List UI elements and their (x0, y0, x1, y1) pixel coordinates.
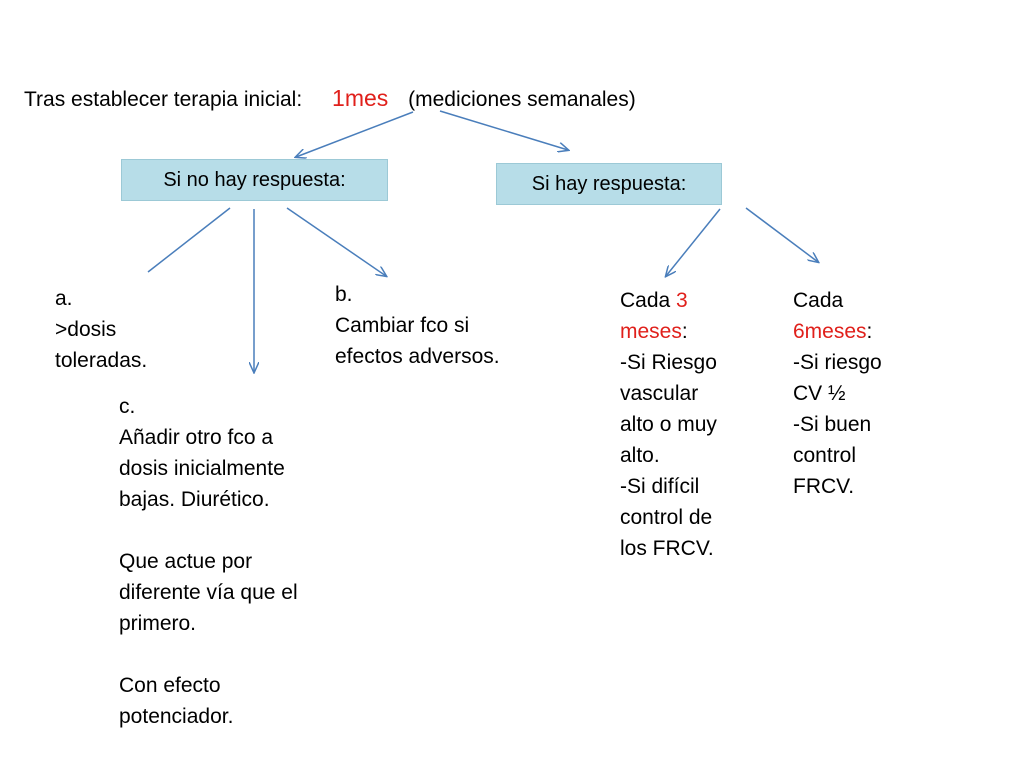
followup-3-label-line: Cada 3 (620, 285, 717, 316)
followup-3-months: Cada 3 meses: -Si Riesgo vascular alto o… (620, 285, 717, 564)
followup-6-line: CV ½ (793, 382, 846, 405)
option-a-line: toleradas. (55, 349, 148, 372)
followup-3-line: alto. (620, 444, 660, 467)
followup-3-colon: : (681, 320, 688, 343)
option-b: b. Cambiar fco si efectos adversos. (335, 279, 500, 372)
arrow-to-no-response (296, 111, 414, 157)
followup-3-unit-line: meses: (620, 316, 717, 347)
option-a-line: >dosis (55, 318, 117, 341)
option-c-line: Con efecto (119, 674, 221, 697)
option-c-line: Añadir otro fco a (119, 426, 274, 449)
option-c-line: diferente vía que el (119, 581, 298, 604)
followup-6-months: Cada 6meses: -Si riesgo CV ½ -Si buen co… (793, 285, 882, 502)
header-suffix: (mediciones semanales) (408, 88, 636, 111)
followup-6-line: FRCV. (793, 475, 855, 498)
followup-3-line: control de (620, 506, 713, 529)
header-prefix: Tras establecer terapia inicial: (24, 88, 303, 111)
followup-6-colon: : (866, 320, 873, 343)
header-line: Tras establecer terapia inicial: 1mes (m… (24, 83, 636, 115)
option-c-line: potenciador. (119, 705, 234, 728)
option-c-line: dosis inicialmente (119, 457, 285, 480)
option-b-line: efectos adversos. (335, 345, 500, 368)
response-box: Si hay respuesta: (496, 163, 722, 205)
arrow-to-followup-6 (745, 207, 818, 262)
arrow-to-option-b (286, 207, 386, 276)
followup-6-value-line: 6meses: (793, 316, 882, 347)
followup-3-label: Cada (620, 289, 671, 312)
followup-6-line: control (793, 444, 857, 467)
header-accent-duration: 1mes (332, 85, 389, 111)
option-c-line (119, 639, 298, 670)
option-a-line: a. (55, 287, 73, 310)
line-to-option-a (147, 207, 231, 273)
followup-6-line: -Si riesgo (793, 351, 882, 374)
followup-3-line: -Si difícil (620, 475, 700, 498)
option-c-line (119, 515, 298, 546)
option-b-line: b. (335, 283, 353, 306)
followup-6-line: -Si buen (793, 413, 872, 436)
option-c-line: Que actue por (119, 550, 253, 573)
option-c: c. Añadir otro fco a dosis inicialmente … (119, 391, 298, 732)
followup-6-label: Cada (793, 289, 844, 312)
followup-3-line: los FRCV. (620, 537, 714, 560)
option-b-line: Cambiar fco si (335, 314, 470, 337)
followup-3-value: 3 (676, 289, 688, 312)
followup-3-line: alto o muy (620, 413, 717, 436)
arrow-to-response (439, 110, 568, 150)
option-c-line: c. (119, 395, 136, 418)
no-response-box: Si no hay respuesta: (121, 159, 388, 201)
followup-3-line: -Si Riesgo (620, 351, 717, 374)
followup-6-value: 6meses (793, 320, 867, 343)
option-c-line: primero. (119, 612, 197, 635)
followup-3-line: vascular (620, 382, 699, 405)
option-a: a. >dosis toleradas. (55, 283, 147, 376)
option-c-line: bajas. Diurético. (119, 488, 270, 511)
arrow-to-followup-3 (666, 208, 721, 276)
followup-3-unit: meses (620, 320, 682, 343)
